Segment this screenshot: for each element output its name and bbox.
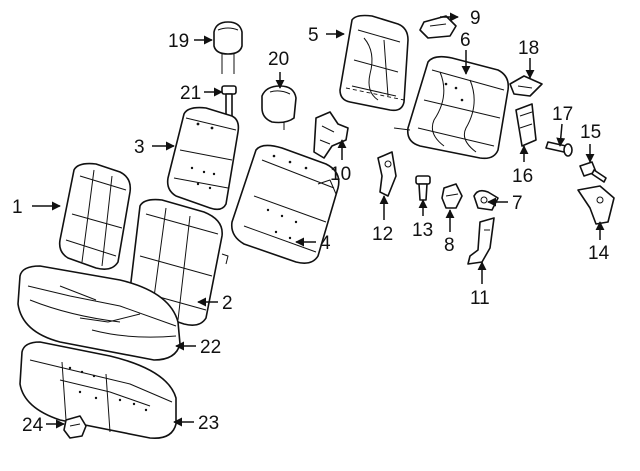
callout-24: 24 — [22, 415, 44, 436]
callout-23: 23 — [198, 413, 219, 434]
part-8-bushing — [441, 183, 463, 209]
callout-22: 22 — [200, 337, 221, 358]
callout-13: 13 — [412, 220, 433, 241]
callout-17: 17 — [552, 104, 573, 125]
part-17-pin — [545, 141, 573, 157]
part-11-bracket — [467, 217, 495, 265]
callout-15: 15 — [580, 122, 601, 143]
callout-3: 3 — [134, 137, 145, 158]
callout-8: 8 — [444, 235, 455, 256]
part-21-headrest-guide — [221, 85, 237, 117]
callout-6: 6 — [460, 30, 471, 51]
leader-lines — [32, 12, 605, 429]
part-15-bolt — [579, 161, 607, 183]
callout-10: 10 — [330, 164, 351, 185]
part-3-seat-back-cover — [166, 106, 240, 211]
callout-19: 19 — [168, 31, 189, 52]
callout-labels: 1 2 3 4 5 6 7 8 9 10 11 12 13 14 15 16 1… — [12, 8, 610, 436]
part-24-clip — [63, 415, 87, 439]
callout-14: 14 — [588, 243, 610, 264]
callout-16: 16 — [512, 166, 533, 187]
part-7-clip — [473, 189, 499, 211]
part-9-bracket — [419, 15, 457, 39]
part-4-seat-back-cover — [230, 144, 340, 264]
part-13-bolt — [415, 175, 431, 201]
callout-2: 2 — [222, 293, 233, 314]
callout-1: 1 — [12, 197, 23, 218]
part-5-seat-back-frame — [339, 14, 409, 112]
callout-21: 21 — [180, 83, 201, 104]
callout-9: 9 — [470, 8, 481, 29]
part-10-bracket — [313, 111, 349, 159]
part-6-seat-back-frame — [393, 55, 510, 160]
part-16-latch — [515, 103, 537, 147]
part-20-trim-cover — [261, 85, 297, 130]
part-1-seat-back — [58, 162, 132, 270]
callout-11: 11 — [470, 288, 490, 309]
callout-5: 5 — [308, 25, 319, 46]
part-14-hinge-bracket — [577, 185, 615, 225]
part-19-headrest — [213, 21, 243, 74]
part-12-hinge — [377, 151, 397, 197]
callout-7: 7 — [512, 193, 523, 214]
part-23-cushion-frame — [19, 341, 177, 440]
callout-4: 4 — [320, 233, 331, 254]
part-22-seat-cushion — [17, 265, 181, 361]
part-18-bezel — [509, 75, 543, 97]
callout-20: 20 — [268, 49, 289, 70]
callout-12: 12 — [372, 224, 393, 245]
callout-18: 18 — [518, 38, 539, 59]
